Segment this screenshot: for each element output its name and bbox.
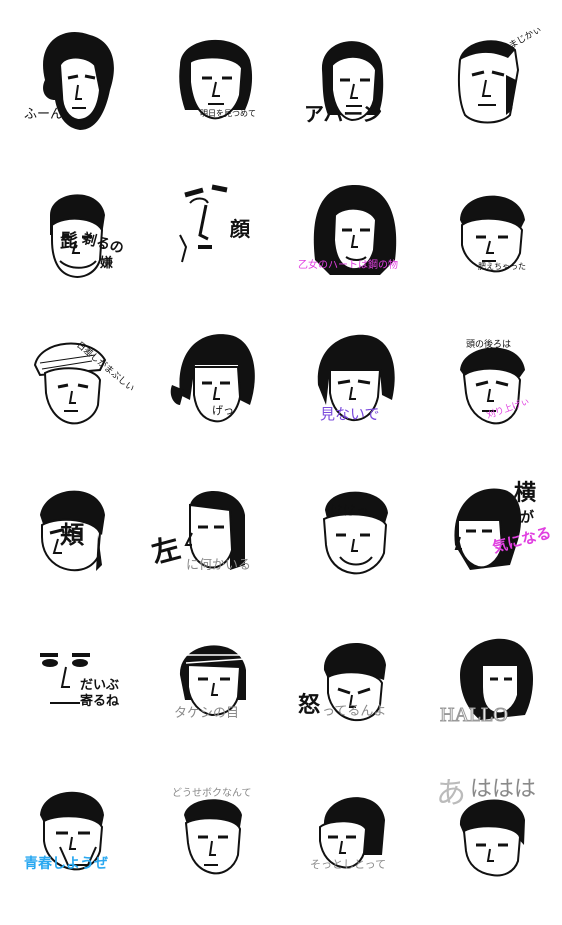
sticker-caption: 見ないで	[320, 405, 380, 423]
sticker-6[interactable]: 顔	[150, 175, 290, 325]
face-illustration	[40, 791, 104, 871]
sticker-caption-c: 嫌	[100, 256, 114, 271]
sticker-caption-a: 怒	[298, 693, 321, 718]
sticker-caption: アハーン	[304, 102, 383, 126]
sticker-14[interactable]: 左 に何かいる	[148, 475, 290, 625]
sticker-caption: どうせボクなんて	[172, 788, 252, 799]
face-illustration	[454, 488, 522, 570]
face-illustration	[322, 491, 388, 575]
face-illustration	[43, 32, 114, 130]
sticker-17[interactable]: だいぶ 寄るね	[10, 625, 150, 775]
sticker-4[interactable]: まじかぃ	[430, 20, 562, 170]
face-illustration	[460, 638, 534, 720]
sticker-7[interactable]: 乙女のハートは鋼の物	[290, 175, 430, 325]
face-illustration	[50, 194, 105, 278]
sticker-23[interactable]: そっとしとって	[290, 775, 430, 925]
sticker-caption-a: だいぶ	[80, 678, 120, 693]
sticker-caption: げっ	[212, 404, 234, 417]
sticker-caption-a: 頭の後ろは	[466, 340, 512, 350]
face-illustration	[457, 40, 520, 124]
face-illustration	[321, 41, 384, 122]
sticker-caption: ははっ	[330, 504, 370, 519]
sticker-grid: ふーん 明日を見つめて アハーン まじかぃ	[10, 20, 562, 877]
sticker-5[interactable]: 髭 剃るの 嫌	[10, 175, 150, 325]
sticker-22[interactable]: どうせボクなんて	[150, 775, 290, 925]
sticker-caption-b: に何かいる	[186, 558, 252, 573]
sticker-19[interactable]: 怒 ってるんよ	[290, 625, 430, 775]
sticker-8[interactable]: 肥えちゃった	[430, 175, 562, 325]
sticker-caption-a: 横	[514, 481, 537, 506]
sticker-12[interactable]: 頭の後ろは 刈り上げぃ	[430, 325, 562, 475]
sticker-caption: HALLO	[440, 704, 509, 726]
sticker-18[interactable]: タケシの目	[150, 625, 290, 775]
face-illustration	[40, 653, 90, 704]
face-illustration	[184, 491, 245, 570]
sticker-10[interactable]: げっ	[150, 325, 290, 475]
face-illustration	[459, 799, 525, 877]
sticker-caption: タケシの目	[174, 706, 240, 721]
face-illustration	[179, 39, 253, 120]
sticker-caption: そっとしとって	[310, 858, 387, 871]
sticker-1[interactable]: ふーん	[10, 20, 150, 170]
face-illustration	[33, 342, 107, 425]
sticker-caption-b: ははは	[470, 777, 537, 802]
sticker-15[interactable]: ははっ	[290, 475, 430, 625]
sticker-20[interactable]: HALLO	[430, 625, 562, 775]
sticker-caption-a: あ	[436, 776, 466, 811]
face-illustration	[170, 334, 255, 423]
sticker-caption-b: が	[520, 510, 534, 526]
sticker-caption: 肥えちゃった	[478, 262, 526, 271]
face-illustration	[313, 185, 397, 275]
face-illustration	[317, 334, 395, 422]
face-illustration	[319, 797, 385, 869]
sticker-caption: ふーん	[24, 107, 64, 122]
face-illustration	[184, 799, 242, 875]
sticker-9[interactable]: 日差しがまぶしい	[10, 325, 150, 475]
sticker-caption-a: 髭	[60, 231, 78, 252]
face-illustration	[323, 643, 386, 722]
sticker-11[interactable]: 見ないで	[290, 325, 430, 475]
sticker-16[interactable]: 横 が 気になる	[430, 475, 562, 625]
sticker-caption: 頬	[60, 521, 84, 549]
sticker-caption-b: 寄るね	[80, 694, 120, 709]
sticker-caption: 顔	[230, 217, 250, 241]
sticker-13[interactable]: 頬	[10, 475, 150, 625]
sticker-24[interactable]: あ ははは	[430, 775, 562, 925]
sticker-caption: 乙女のハートは鋼の物	[298, 260, 398, 271]
sticker-3[interactable]: アハーン	[290, 20, 430, 170]
face-illustration	[460, 195, 525, 273]
sticker-2[interactable]: 明日を見つめて	[150, 20, 290, 170]
sticker-caption-b: ってるんよ	[322, 704, 387, 719]
face-illustration	[40, 490, 105, 572]
face-illustration	[460, 347, 525, 425]
sticker-caption: 青春しようぜ	[24, 856, 108, 872]
face-illustration	[179, 184, 228, 263]
sticker-21[interactable]: 青春しようぜ	[10, 775, 150, 925]
face-illustration	[179, 645, 246, 717]
sticker-caption: 明日を見つめて	[200, 109, 256, 118]
